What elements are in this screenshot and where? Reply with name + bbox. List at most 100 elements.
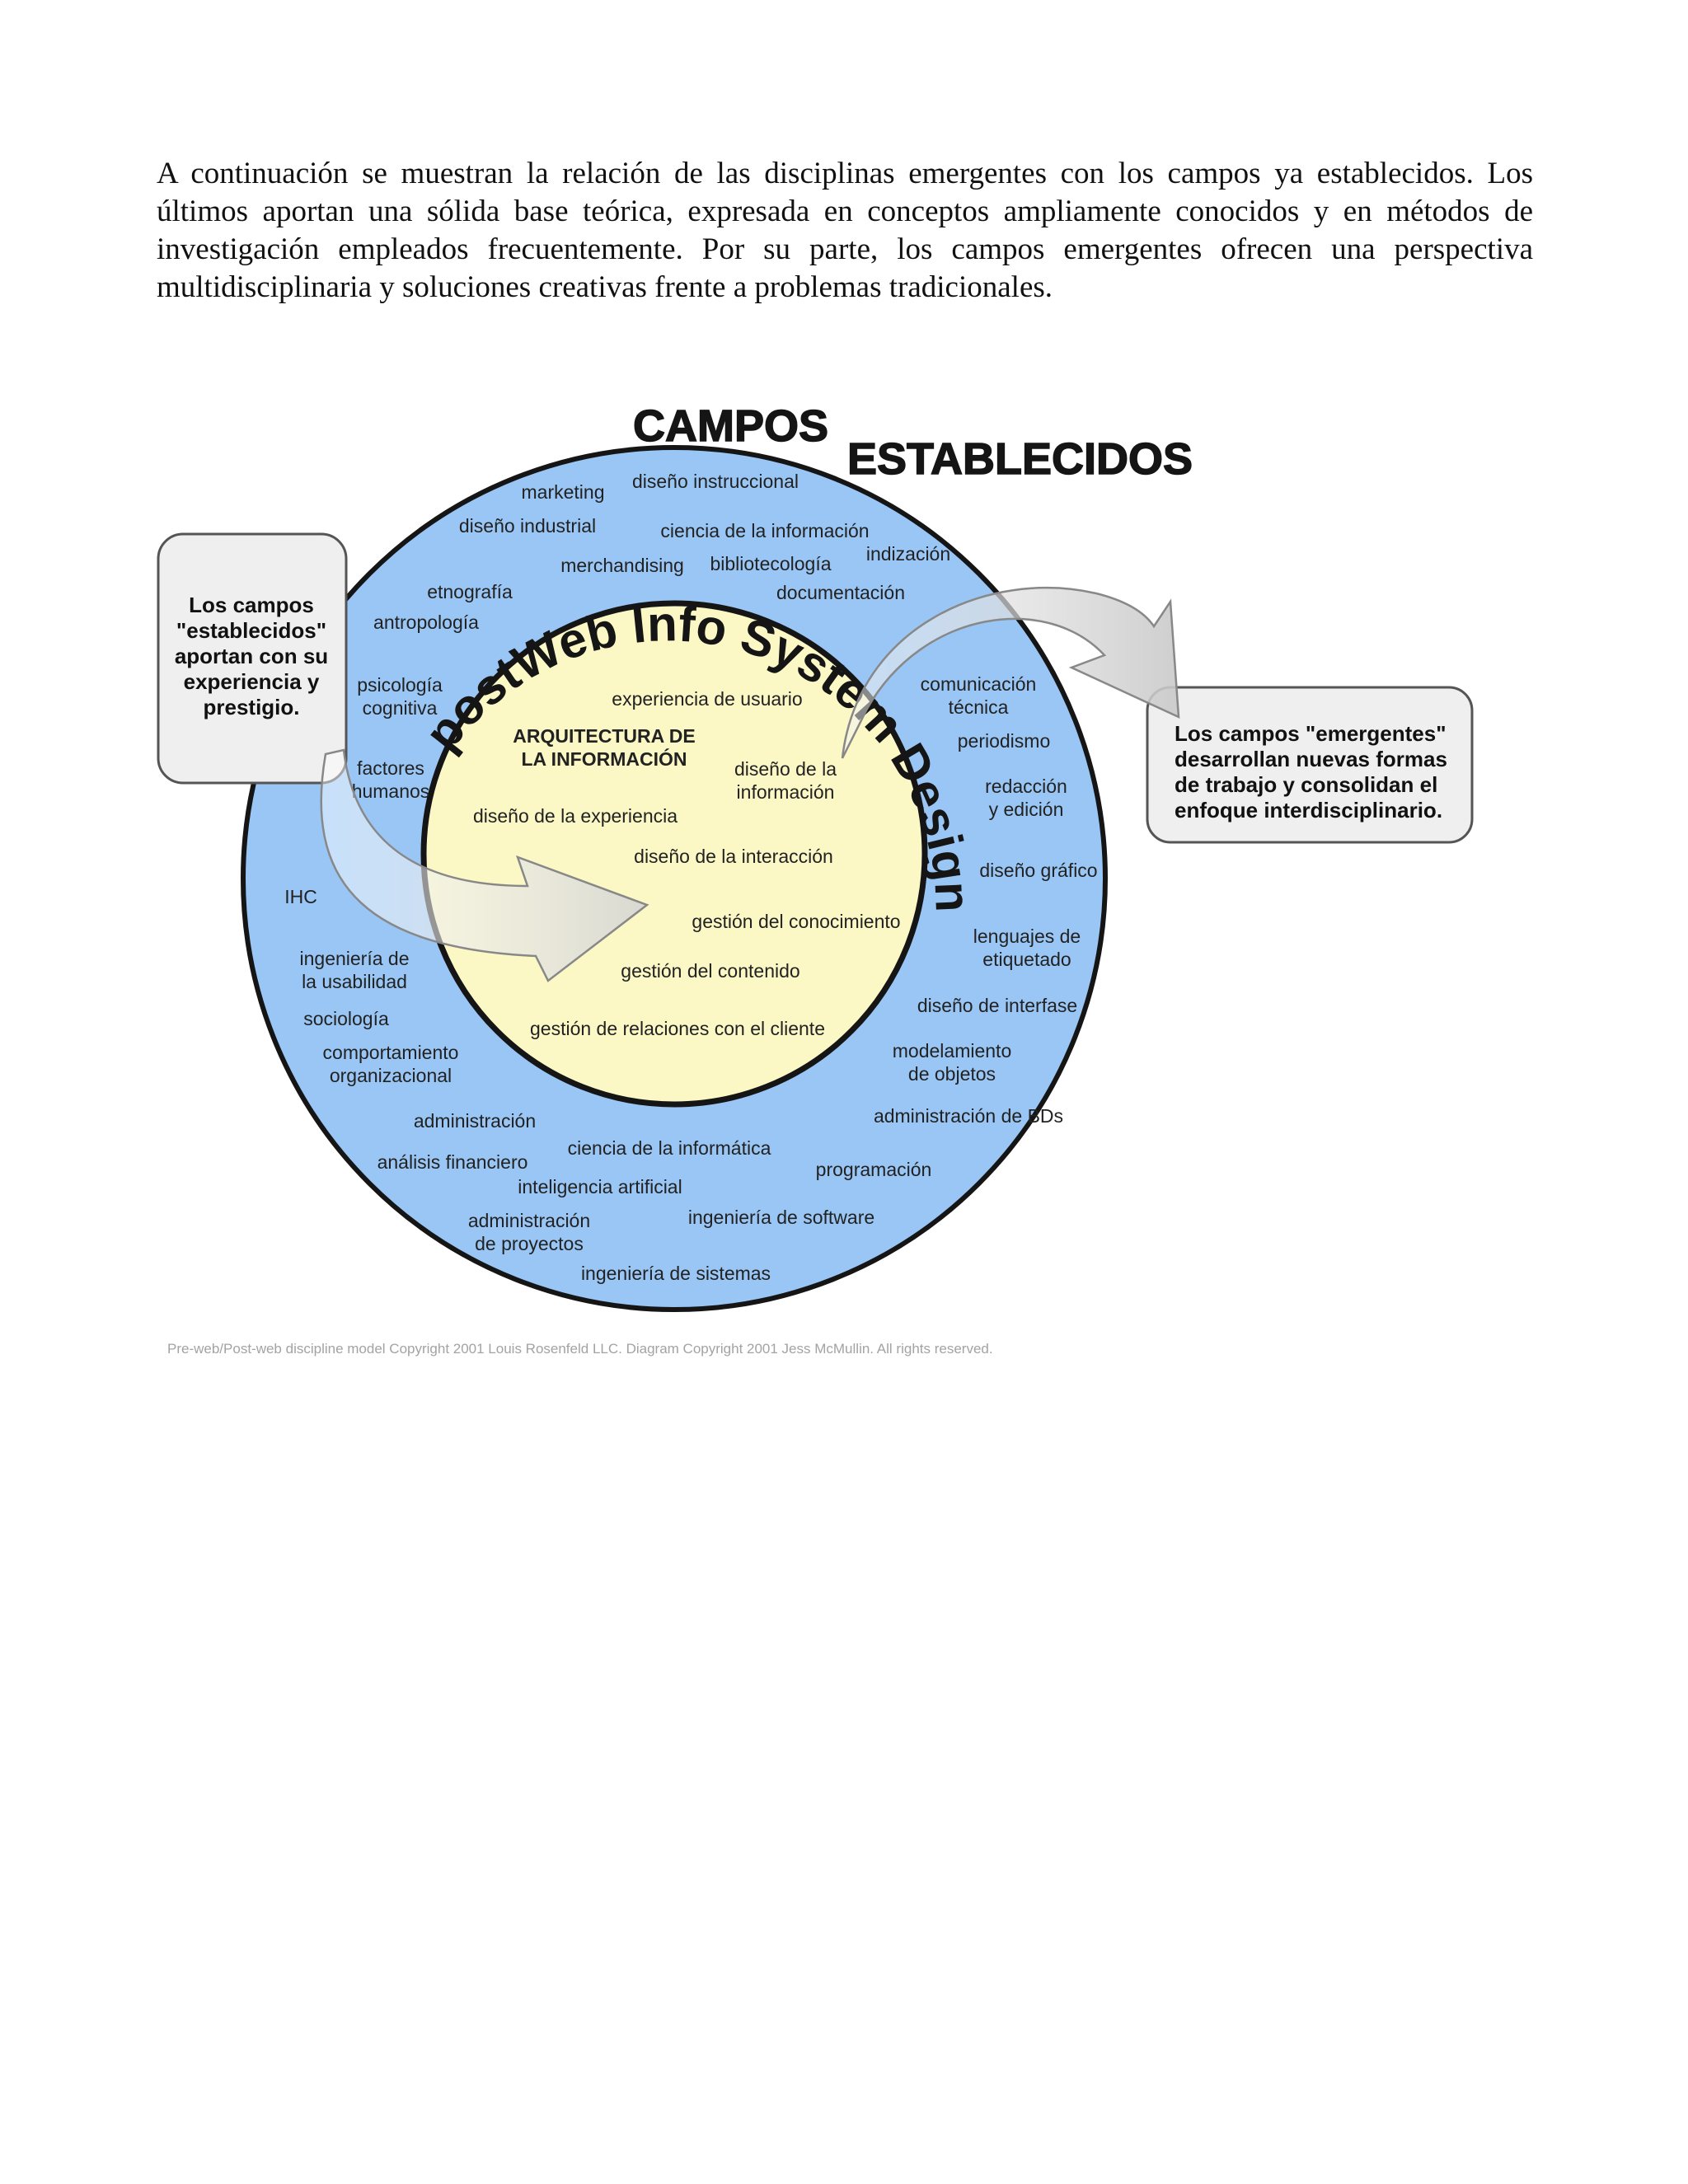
established-field-line: etiquetado xyxy=(982,949,1071,970)
emerging-field: experiencia de usuario xyxy=(612,688,802,710)
established-field-line: etnografía xyxy=(427,581,513,602)
established-field-line: diseño de interfase xyxy=(917,995,1077,1016)
established-field: inteligencia artificial xyxy=(518,1176,682,1197)
inner-heading-line: ARQUITECTURA DE xyxy=(513,725,695,747)
established-field-line: humanos xyxy=(352,780,430,802)
emerging-field-line: experiencia de usuario xyxy=(612,688,802,710)
established-field: periodismo xyxy=(958,730,1051,752)
emerging-field: diseño de la experiencia xyxy=(473,805,678,827)
established-field: ingeniería de sistemas xyxy=(581,1263,771,1284)
right-callout-line-line: de trabajo y consolidan el xyxy=(1175,772,1437,797)
emerging-field: diseño de la interacción xyxy=(634,846,833,867)
established-field-line: ciencia de la informática xyxy=(568,1137,771,1159)
arrow-established-to-emerging xyxy=(320,748,649,982)
left-callout-box xyxy=(157,532,348,785)
emerging-field: gestión de relaciones con el cliente xyxy=(530,1018,825,1039)
established-field-line: IHC xyxy=(284,886,317,907)
established-field-line: organizacional xyxy=(330,1065,452,1086)
established-field-line: psicología xyxy=(357,674,443,696)
established-fields: marketing diseño instruccional diseño indu… xyxy=(284,471,1097,1284)
emerging-field: gestión del conocimiento xyxy=(692,911,900,932)
established-field-line: de objetos xyxy=(908,1063,996,1085)
established-field: ingeniería de software xyxy=(688,1207,874,1228)
established-field-line: factores xyxy=(357,757,424,779)
inner-heading-line: LA INFORMACIÓN xyxy=(521,748,687,770)
established-field-line: indización xyxy=(866,543,950,565)
right-callout-line: Los campos "emergentes"desarrollan nueva… xyxy=(1175,721,1447,823)
established-field-line: sociología xyxy=(303,1008,389,1029)
established-field: IHC xyxy=(284,886,317,907)
established-field: antropología xyxy=(373,612,479,633)
established-field: administración xyxy=(414,1110,536,1132)
established-field-line: modelamiento xyxy=(893,1040,1011,1062)
established-field-line: periodismo xyxy=(958,730,1051,752)
established-field-line: diseño industrial xyxy=(459,515,596,537)
established-field-line: administración de BDs xyxy=(874,1105,1063,1127)
established-field: indización xyxy=(866,543,950,565)
established-field: ciencia de la informática xyxy=(568,1137,771,1159)
established-field-line: análisis financiero xyxy=(377,1151,528,1173)
established-field: programación xyxy=(816,1159,932,1180)
established-field-line: diseño gráfico xyxy=(979,860,1097,881)
established-field-line: de proyectos xyxy=(475,1233,584,1254)
left-callout-line-line: aportan con su xyxy=(175,644,328,668)
established-field-line: merchandising xyxy=(560,555,684,576)
established-field: análisis financiero xyxy=(377,1151,528,1173)
established-field-line: inteligencia artificial xyxy=(518,1176,682,1197)
established-field-line: administración xyxy=(468,1210,590,1231)
right-callout-line-line: desarrollan nuevas formas xyxy=(1175,747,1447,771)
established-field-line: cognitiva xyxy=(363,697,438,719)
left-callout-line-line: "establecidos" xyxy=(176,618,326,643)
established-field: documentación xyxy=(776,582,905,603)
emerging-field-line: diseño de la interacción xyxy=(634,846,833,867)
established-field-line: diseño instruccional xyxy=(632,471,799,492)
established-field-line: ingeniería de xyxy=(300,948,410,969)
right-callout-line-line: enfoque interdisciplinario. xyxy=(1175,798,1442,823)
right-callout-text: Los campos "emergentes"desarrollan nueva… xyxy=(1175,721,1447,823)
established-field-line: marketing xyxy=(522,481,605,503)
established-field-line: ingeniería de software xyxy=(688,1207,874,1228)
established-field-line: administración xyxy=(414,1110,536,1132)
established-field-line: ingeniería de sistemas xyxy=(581,1263,771,1284)
emerging-field-line: gestión del contenido xyxy=(621,960,799,982)
established-field-line: antropología xyxy=(373,612,479,633)
established-field: bibliotecología xyxy=(710,553,831,574)
emerging-field-line: gestión del conocimiento xyxy=(692,911,900,932)
established-field: etnografía xyxy=(427,581,513,602)
emerging-field-line: gestión de relaciones con el cliente xyxy=(530,1018,825,1039)
left-callout-line-line: experiencia y xyxy=(184,669,320,694)
copyright-note: Pre-web/Post-web discipline model Copyri… xyxy=(167,1341,993,1357)
intro-paragraph: A continuación se muestran la relación d… xyxy=(157,157,1533,304)
established-field-line: ciencia de la información xyxy=(660,520,869,541)
arrow-emerging-to-callout xyxy=(841,587,1180,759)
right-callout-box xyxy=(1146,686,1474,844)
left-callout-line-line: prestigio. xyxy=(203,695,299,719)
established-field-line: comunicación xyxy=(921,673,1037,695)
established-field: diseño industrial xyxy=(459,515,596,537)
established-field: ciencia de la información xyxy=(660,520,869,541)
title-establecidos: ESTABLECIDOS xyxy=(847,434,1193,484)
emerging-field: gestión del contenido xyxy=(621,960,799,982)
established-field: diseño de interfase xyxy=(917,995,1077,1016)
established-field-line: programación xyxy=(816,1159,932,1180)
established-field-line: lenguajes de xyxy=(973,926,1081,947)
established-field-line: técnica xyxy=(949,696,1009,718)
title-campos: CAMPOS xyxy=(633,401,828,451)
established-field: merchandising xyxy=(560,555,684,576)
emerging-field-line: diseño de la xyxy=(734,758,837,780)
established-field-line: bibliotecología xyxy=(710,553,831,574)
